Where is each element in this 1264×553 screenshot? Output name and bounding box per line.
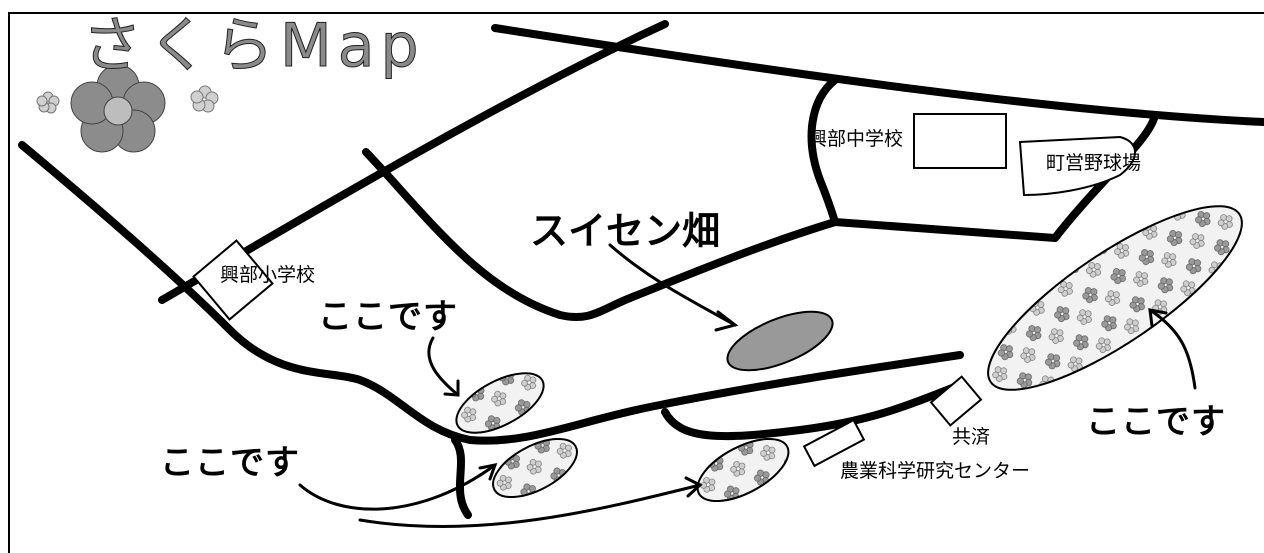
arrow-suisen [608, 243, 737, 327]
label-okoppe-junior-high: 興部中学校 [808, 128, 904, 150]
arrow-here-1 [427, 336, 460, 397]
label-kyosai: 共済 [952, 426, 991, 448]
label-here-2: ここです [160, 443, 300, 483]
road-lower [661, 381, 964, 441]
road-south-branch [451, 436, 472, 519]
label-agri-research-center: 農業科学研究センター [840, 460, 1031, 482]
label-okoppe-elementary: 興部小学校 [220, 264, 316, 286]
road-west [18, 141, 964, 445]
research-center-building [802, 418, 866, 468]
label-here-3: ここです [1086, 402, 1226, 442]
map-title: さくらMap [82, 11, 425, 81]
arrow-here-2b [358, 483, 702, 528]
map-frame [8, 12, 1264, 553]
label-suisen-field: スイセン畑 [530, 209, 721, 253]
kyosai-building [929, 375, 983, 427]
ballpark-shape [1018, 135, 1136, 197]
road-school-loop [807, 76, 839, 226]
label-town-ballpark: 町営野球場 [1046, 152, 1142, 174]
sakura-spot-3 [696, 437, 790, 503]
sakura-spot-1 [455, 372, 545, 434]
road-middle [362, 111, 1159, 322]
sakura-spot-large [987, 205, 1243, 391]
arrow-here-3 [1148, 308, 1197, 390]
junior-high-building [913, 113, 1007, 169]
sakura-spot-2 [492, 437, 578, 499]
suisen-field-area [726, 310, 834, 372]
label-here-1: ここです [318, 297, 458, 337]
road-top [491, 24, 1264, 126]
arrow-here-2a [298, 463, 497, 511]
elementary-school-building [192, 239, 274, 321]
sakura-logo-icon [36, 64, 219, 153]
